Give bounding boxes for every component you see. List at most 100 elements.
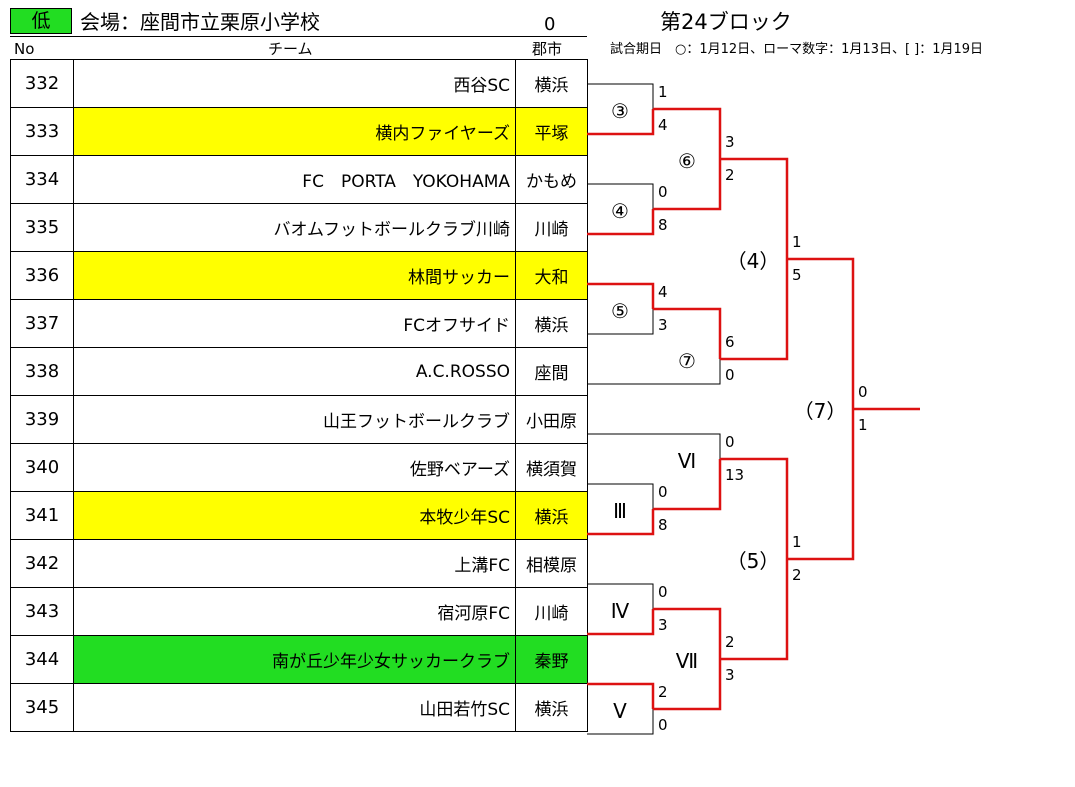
bracket-line-m4r-out [653,607,722,659]
team-name: 本牧少年SC [73,491,516,540]
team-number: 335 [10,203,74,252]
bracket-line-m5-out [653,307,722,359]
match-label: （4） [727,249,780,273]
score-top: 1 [792,233,802,251]
team-number: 339 [10,395,74,444]
team-name: 上溝FC [73,539,516,588]
team-city: 横浜 [515,299,588,348]
bracket-line-334 [587,183,654,209]
team-name: 山田若竹SC [73,683,516,732]
bracket-line-332 [587,83,654,109]
score-bottom: 0 [725,366,735,384]
score-top: 0 [725,433,735,451]
bracket-line-r5-out [787,409,855,561]
match-label: Ⅲ [613,499,627,523]
header-divider [10,36,587,37]
header-zero: 0 [544,14,556,35]
team-number: 343 [10,587,74,636]
score-bottom: 8 [658,216,668,234]
score-bottom: 3 [658,316,668,334]
match-label: （7） [794,399,847,423]
match-label: ④ [611,199,629,223]
score-bottom: 2 [725,166,735,184]
bracket-line-m3r-out [653,459,722,511]
score-top: 2 [725,633,735,651]
level-badge: 低 [10,8,72,34]
team-city: 川崎 [515,587,588,636]
team-city: かもめ [515,155,588,204]
bracket-line-r4-out [787,257,855,409]
team-city: 横浜 [515,59,588,108]
score-bottom: 2 [792,566,802,584]
score-top: 1 [658,83,668,101]
bracket-line-339 [587,433,721,459]
match-label: ⑤ [611,299,629,323]
bracket-line-m3-out [653,107,722,159]
col-header-city: 郡市 [532,40,563,58]
score-bottom: 1 [858,416,868,434]
score-top: 4 [658,283,668,301]
team-city: 平塚 [515,107,588,156]
team-name: バオムフットボールクラブ川崎 [73,203,516,252]
team-number: 337 [10,299,74,348]
score-bottom: 3 [725,666,735,684]
team-number: 341 [10,491,74,540]
col-header-no: No [14,40,35,58]
team-city: 横浜 [515,683,588,732]
team-name: 林間サッカー [73,251,516,300]
bracket-line-m5r-out [653,659,722,711]
team-number: 342 [10,539,74,588]
team-city: 座間 [515,347,588,396]
team-number: 338 [10,347,74,396]
match-label: Ⅴ [613,699,627,723]
team-number: 334 [10,155,74,204]
team-city: 横浜 [515,491,588,540]
score-top: 0 [858,383,868,401]
score-top: 0 [658,583,668,601]
team-number: 345 [10,683,74,732]
date-note: 試合期日 ○：1月12日、ローマ数字：1月13日、[ ]：1月19日 [610,42,984,57]
bracket-line-340 [587,483,654,509]
match-label: Ⅳ [611,599,630,623]
score-bottom: 13 [725,466,744,484]
team-name: 山王フットボールクラブ [73,395,516,444]
match-label: ⑥ [678,149,696,173]
bracket-line-342 [587,583,654,609]
bracket-line-338 [587,359,721,385]
match-label: （5） [727,549,780,573]
score-bottom: 8 [658,516,668,534]
bracket-line-333 [587,109,655,136]
team-city: 秦野 [515,635,588,684]
score-top: 0 [658,483,668,501]
team-number: 332 [10,59,74,108]
team-city: 横須賀 [515,443,588,492]
match-label: Ⅵ [678,449,696,473]
bracket-line-345 [587,709,654,735]
block-title: 第24ブロック [660,10,792,34]
col-header-team: チーム [268,40,313,58]
score-top: 6 [725,333,735,351]
score-bottom: 0 [658,716,668,734]
team-city: 小田原 [515,395,588,444]
bracket-line-m6r-out [720,457,789,559]
score-top: 1 [792,533,802,551]
bracket-line-343 [587,609,655,636]
bracket-line-337 [587,309,654,335]
bracket-line-344 [587,682,655,709]
score-top: 3 [725,133,735,151]
bracket-line-m6-out [720,157,789,259]
match-label: ⑦ [678,349,696,373]
team-number: 340 [10,443,74,492]
score-bottom: 4 [658,116,668,134]
bracket-line-335 [587,209,655,236]
score-top: 2 [658,683,668,701]
